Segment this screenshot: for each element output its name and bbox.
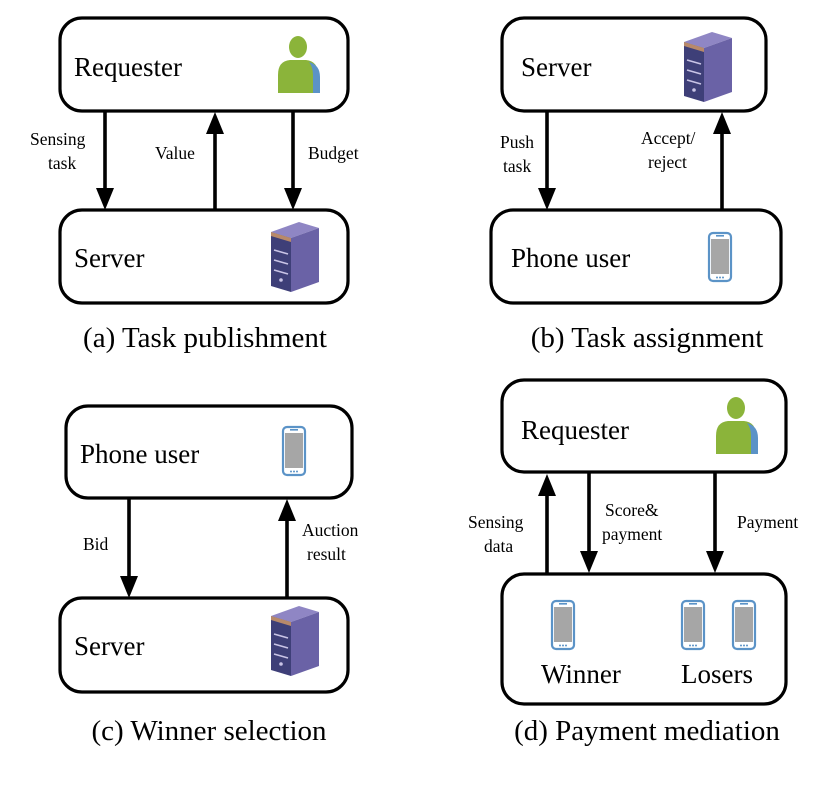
panel-d-caption: (d) Payment mediation	[514, 715, 780, 747]
panel-d-label-score: Score&	[605, 500, 659, 520]
panel-b-arrowhead-push-task	[538, 188, 556, 210]
panel-b-task-assignment: Server Phone user Push task Accept/ reje…	[489, 16, 783, 354]
panel-a-caption: (a) Task publishment	[83, 322, 327, 354]
panel-d-requester-label: Requester	[521, 415, 629, 445]
panel-d-label-data: data	[484, 536, 513, 556]
panel-a-label-budget: Budget	[308, 143, 359, 163]
panel-c-phone-user-label: Phone user	[80, 439, 199, 469]
panel-d-winner-label: Winner	[541, 659, 621, 689]
panel-a-arrowhead-budget	[284, 188, 302, 210]
panel-a-server-label: Server	[74, 243, 144, 273]
panel-c-label-auction: Auction	[302, 520, 359, 540]
phone-icon	[680, 599, 706, 651]
panel-a-label-task: task	[48, 153, 76, 173]
server-icon	[683, 31, 733, 103]
panel-d-arrowhead-payment	[706, 551, 724, 573]
panel-d-losers-label: Losers	[681, 659, 753, 689]
panel-b-phone-user-label: Phone user	[511, 243, 630, 273]
panel-d-label-sensing: Sensing	[468, 512, 524, 532]
panel-c-label-result: result	[307, 544, 346, 564]
panel-b-label-push: Push	[500, 132, 534, 152]
panel-a-arrowhead-sensing-task	[96, 188, 114, 210]
panel-a-requester-box	[58, 16, 350, 113]
panel-b-server-label: Server	[521, 52, 591, 82]
phone-icon	[707, 231, 733, 283]
panel-c-arrowhead-bid	[120, 576, 138, 598]
panel-b-phone-user-box	[489, 208, 783, 305]
panel-a-label-sensing: Sensing	[30, 129, 86, 149]
panel-d-requester-box	[500, 378, 788, 474]
panel-c-winner-selection: Phone user Server Bid Auction result (c)…	[58, 404, 359, 747]
panel-b-arrowhead-accept-reject	[713, 112, 731, 134]
phone-icon	[281, 425, 307, 477]
panel-d-arrowhead-sensing-data	[538, 474, 556, 496]
panel-a-label-value: Value	[155, 143, 195, 163]
panel-b-label-accept: Accept/	[641, 128, 696, 148]
panel-a-requester-label: Requester	[74, 52, 182, 82]
panel-c-arrowhead-auction-result	[278, 499, 296, 521]
panel-d-label-payment-sub: payment	[602, 524, 662, 544]
phone-icon	[731, 599, 757, 651]
panel-a-task-publishment: Requester Server Sensing task Value Budg…	[30, 16, 359, 354]
server-icon	[270, 605, 320, 677]
panel-b-caption: (b) Task assignment	[531, 322, 764, 354]
panel-b-label-reject: reject	[648, 152, 687, 172]
panel-c-label-bid: Bid	[83, 534, 109, 554]
panel-c-caption: (c) Winner selection	[91, 715, 327, 747]
panel-c-phone-user-box	[64, 404, 354, 500]
server-icon	[270, 221, 320, 293]
phone-icon	[550, 599, 576, 651]
panel-b-label-task: task	[503, 156, 531, 176]
panel-c-server-label: Server	[74, 631, 144, 661]
panel-a-arrowhead-value	[206, 112, 224, 134]
panel-d-label-payment: Payment	[737, 512, 798, 532]
panel-d-arrowhead-score-payment	[580, 551, 598, 573]
panel-d-payment-mediation: Requester Winner Losers Sensing data Sco…	[468, 378, 798, 747]
